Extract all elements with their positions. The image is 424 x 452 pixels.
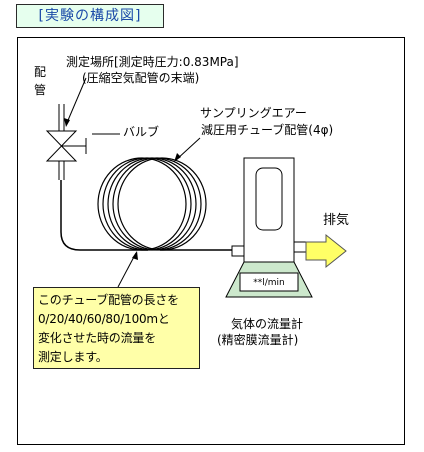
meter-reading: **l/min [253,278,285,288]
pipe-label-char-2: 管 [33,83,46,97]
diagram-title: [実験の構成図] [38,8,142,24]
valve-label: バルブ [123,125,160,139]
meter-outlet-port [293,241,307,253]
meter-name-line2: (精密膜流量計) [217,333,299,347]
note-box: このチューブ配管の長さを 0/20/40/60/80/100mと 変化させた時の… [33,287,200,369]
note-pointer-head [132,251,138,260]
pipe-label-char-1: 配 [33,65,46,79]
location-pointer-head [64,118,70,127]
note-pointer [117,252,137,288]
meter-tube-window [255,167,283,231]
location-pointer-line [65,77,87,126]
note-line-3: 変化させた時の流量を [38,331,157,345]
exhaust-label: 排気 [323,213,350,228]
location-label-line1: 測定場所[測定時圧力:0.83MPa] [66,55,239,69]
meter-display [239,272,299,292]
tube-coil [97,157,207,251]
tube-label-pointer-head [174,153,181,162]
meter-name-line1: 気体の流量計 [231,317,304,331]
tube-label-line1: サンプリングエアー [200,106,307,120]
note-line-1: このチューブ配管の長さを [38,293,179,307]
note-line-2: 0/20/40/60/80/100mと [38,312,170,326]
note-line-4: 測定します。 [38,350,108,364]
tube-label-line2: 減圧用チューブ配管(4φ) [201,123,334,137]
meter-inlet-port [231,245,245,257]
diagram-title-box: [実験の構成図] [16,4,164,28]
diagram-frame [17,37,405,445]
location-label-line2: (圧縮空気配管の末端) [82,71,200,85]
sampling-tube [60,180,148,251]
exhaust-arrow [305,233,347,269]
